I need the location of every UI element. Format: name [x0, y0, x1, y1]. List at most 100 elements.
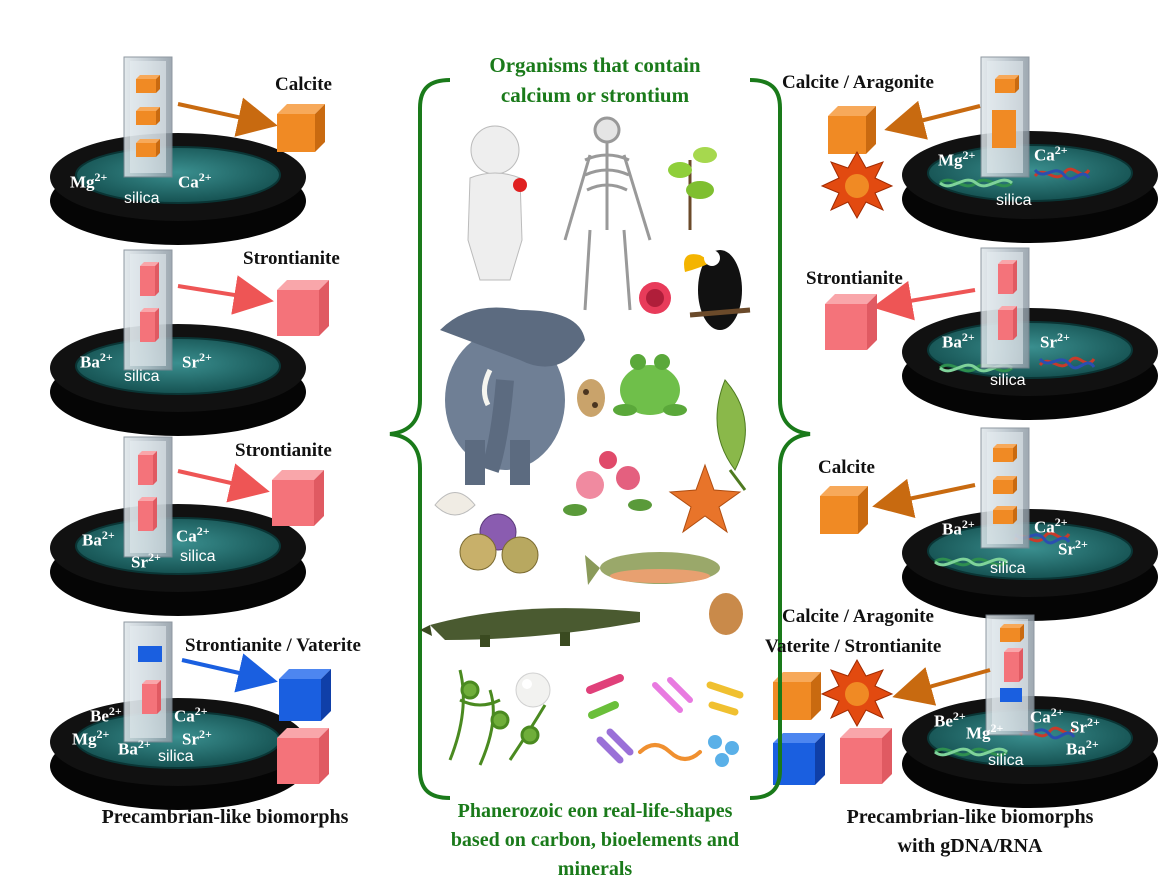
left-panel-1-ion-ca: Ca2+ [178, 170, 212, 192]
right-panel-1-silica: silica [996, 192, 1032, 209]
left-panel-3-dish [49, 503, 307, 617]
left-panel-2-dish [49, 323, 307, 437]
ion-charge: 2+ [148, 550, 161, 564]
left-panel-2-mineral: Strontianite [243, 248, 340, 269]
left-panel-2-arrow [177, 275, 274, 315]
right-panel-4-arrow [892, 667, 991, 706]
right-panel-4-aragonite-star [820, 658, 894, 728]
right-panel-3-tube [980, 427, 1030, 549]
ion-charge: 2+ [1054, 143, 1068, 157]
right-panel-1-arrow [884, 100, 981, 140]
right-panel-2-dish [901, 307, 1159, 421]
left-panel-4-mineral: Strontianite / Vaterite [185, 635, 361, 656]
left-caption: Precambrian-like biomorphs [101, 806, 349, 828]
crocodile-icon [420, 608, 640, 647]
left-panel-2-ion-sr: Sr2+ [182, 350, 212, 372]
ion-charge: 2+ [962, 148, 976, 162]
left-panel-4-ion-be: Be2+ [90, 704, 122, 726]
ion-charge: 2+ [1057, 330, 1070, 344]
right-panel-3-arrow [872, 478, 976, 518]
right-panel-2-tube [980, 247, 1030, 369]
ion-charge: 2+ [1087, 715, 1100, 729]
right-panel-4-ion-ca: Ca2+ [1030, 705, 1064, 727]
right-panel-1-ion-ca: Ca2+ [1034, 143, 1068, 165]
left-panel-1-arrow [177, 97, 278, 137]
ion-charge: 2+ [199, 350, 212, 364]
ion-charge: 2+ [198, 170, 212, 184]
right-panel-2-ion-ba: Ba2+ [942, 330, 975, 352]
center-bottom-line3: minerals [557, 858, 633, 880]
center-title-line2: calcium or strontium [500, 83, 690, 107]
ion-charge: 2+ [99, 350, 113, 364]
left-panel-4-arrow [181, 653, 278, 693]
right-panel-1-calcite-crystal [828, 106, 876, 154]
ion-charge: 2+ [1085, 737, 1099, 751]
left-panel-2-ion-ba: Ba2+ [80, 350, 113, 372]
starfish-icon [668, 463, 742, 534]
seashell-icon [434, 492, 476, 516]
left-panel-3-silica: silica [180, 548, 216, 565]
right-panel-3-mineral: Calcite [818, 457, 875, 478]
left-panel-3-arrow [177, 463, 270, 503]
left-panel-3-mineral: Strontianite [235, 440, 332, 461]
left-panel-3-ion-ba: Ba2+ [82, 528, 115, 550]
right-panel-2-arrow [872, 280, 976, 321]
right-panel-4-ion-be: Be2+ [934, 709, 966, 731]
left-panel-1-silica: silica [124, 190, 160, 207]
right-panel-4-mineral-line1: Calcite / Aragonite [782, 606, 934, 627]
right-panel-2-ion-sr: Sr2+ [1040, 330, 1070, 352]
left-panel-1-mineral: Calcite [275, 74, 332, 95]
center-bottom-line1: Phanerozoic eon real-life-shapes [457, 800, 733, 822]
left-panel-3-strontianite-crystal [272, 470, 324, 526]
right-panel-3-ion-ba: Ba2+ [942, 517, 975, 539]
frog-icon [613, 354, 687, 416]
right-panel-2-mineral: Strontianite [806, 268, 903, 289]
right-panel-1-tube [980, 56, 1030, 178]
ion-charge: 2+ [1075, 537, 1088, 551]
ion-charge: 2+ [952, 709, 966, 723]
center-bottom-line2: based on carbon, bioelements and [450, 829, 740, 851]
right-panel-3-dish [901, 508, 1159, 622]
skeleton-icon [563, 116, 652, 311]
quail-egg-icon [577, 379, 605, 417]
ion-charge: 2+ [101, 528, 115, 542]
right-panel-4-tube [985, 614, 1035, 736]
leaf-branch-icon [668, 147, 717, 230]
left-panel-4-ion-ba: Ba2+ [118, 737, 151, 759]
trout-fish-icon [585, 552, 720, 585]
ion-charge: 2+ [137, 737, 151, 751]
left-panel-4-ion-mg: Mg2+ [72, 727, 110, 749]
right-panel-4-strontianite-crystal [840, 728, 892, 784]
left-panel-1-ion-mg: Mg2+ [70, 170, 108, 192]
right-panel-3-silica: silica [990, 560, 1026, 577]
sea-urchin-icon [639, 282, 671, 314]
left-panel-2-silica: silica [124, 368, 160, 385]
left-panel-2-tube [123, 249, 173, 371]
seaweed-leaf-icon [716, 379, 747, 491]
ion-charge: 2+ [1050, 705, 1064, 719]
urchin-shells-icon [459, 513, 539, 574]
ion-charge: 2+ [194, 704, 208, 718]
human-figure-icon [467, 125, 527, 281]
right-panel-1-mineral: Calcite / Aragonite [782, 72, 934, 93]
ion-charge: 2+ [96, 727, 110, 741]
ion-charge: 2+ [108, 704, 122, 718]
left-panel-4-tube [123, 621, 173, 743]
right-panel-1-ion-mg: Mg2+ [938, 148, 976, 170]
seaweed-cluster-icon [448, 669, 547, 766]
center-brace [389, 78, 811, 800]
ion-charge: 2+ [961, 517, 975, 531]
right-panel-4-ion-mg: Mg2+ [966, 721, 1004, 743]
ion-charge: 2+ [196, 524, 210, 538]
ion-charge: 2+ [990, 721, 1004, 735]
left-panel-4-strontianite-crystal [277, 728, 329, 784]
right-panel-3-calcite-crystal [820, 486, 868, 534]
left-panel-1-calcite-crystal [277, 104, 325, 152]
right-panel-1-aragonite-star [820, 150, 894, 220]
ion-charge: 2+ [199, 727, 212, 741]
center-title-line1: Organisms that contain [489, 53, 701, 77]
left-panel-3-ion-ca: Ca2+ [176, 524, 210, 546]
right-panel-2-silica: silica [990, 372, 1026, 389]
right-panel-4-ion-sr: Sr2+ [1070, 715, 1100, 737]
left-panel-3-ion-sr: Sr2+ [131, 550, 161, 572]
